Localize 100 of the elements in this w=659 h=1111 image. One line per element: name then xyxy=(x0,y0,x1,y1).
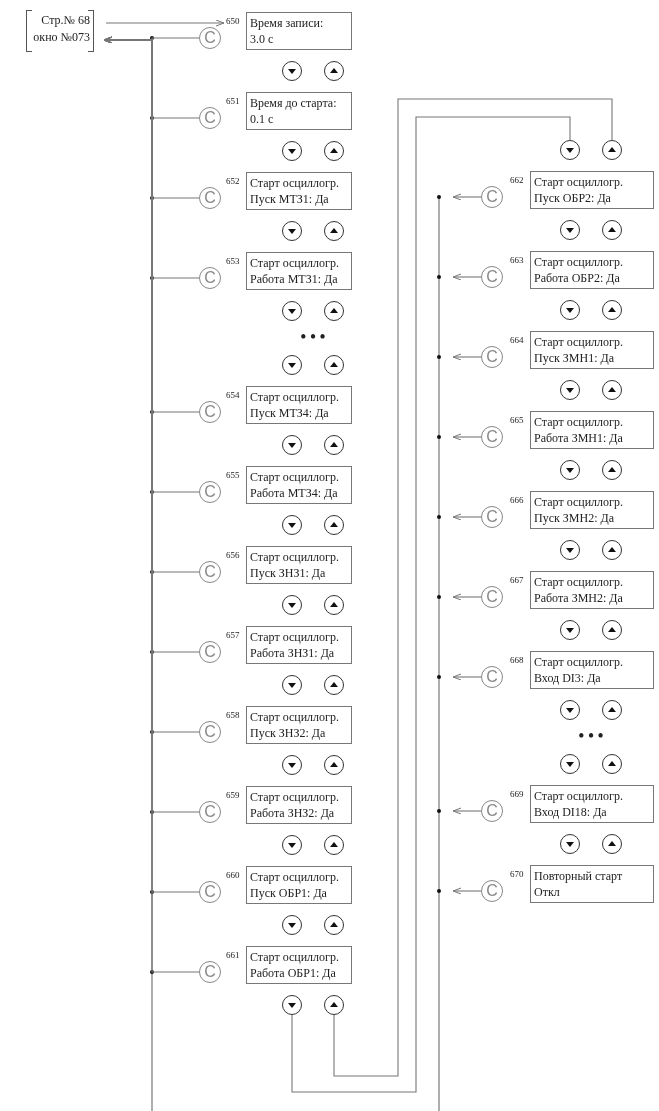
screen-text: Старт осциллогр. xyxy=(534,788,624,804)
screen-text: Вход DI3: Да xyxy=(534,670,602,686)
scroll-down-button xyxy=(282,61,302,81)
screen-text: Старт осциллогр. xyxy=(250,175,340,191)
screen-text: Старт осциллогр. xyxy=(250,789,340,805)
screen-text: Пуск ОБР1: Да xyxy=(250,885,328,901)
screen-text: Старт осциллогр. xyxy=(534,654,624,670)
c-key-button: C xyxy=(481,666,503,688)
connector-line xyxy=(291,116,571,1093)
screen-number: 667 xyxy=(510,575,524,585)
screen-text: Пуск ЗМН1: Да xyxy=(534,350,615,366)
scroll-down-button xyxy=(560,754,580,774)
scroll-up-button xyxy=(602,700,622,720)
screen-text: Старт осциллогр. xyxy=(534,334,624,350)
scroll-up-button xyxy=(324,221,344,241)
ellipsis-dots: • • • xyxy=(299,330,327,344)
c-key-button: C xyxy=(481,426,503,448)
screen-number: 669 xyxy=(510,789,524,799)
scroll-up-button xyxy=(602,620,622,640)
screen-number: 651 xyxy=(226,96,240,106)
connector-arrow xyxy=(452,673,482,681)
connector-arrow xyxy=(452,433,482,441)
screen-text: Старт осциллогр. xyxy=(250,469,340,485)
scroll-up-button xyxy=(324,755,344,775)
connector-arrow xyxy=(452,273,482,281)
screen-text: 3.0 с xyxy=(250,31,275,47)
connector-arrow xyxy=(452,353,482,361)
screen-text: Пуск ЗНЗ2: Да xyxy=(250,725,327,741)
c-key-button: C xyxy=(199,267,221,289)
screen-text: Пуск МТЗ4: Да xyxy=(250,405,330,421)
c-key-button: C xyxy=(481,880,503,902)
c-key-button: C xyxy=(199,401,221,423)
scroll-up-button xyxy=(324,835,344,855)
scroll-up-button xyxy=(602,540,622,560)
connector-arrow xyxy=(452,593,482,601)
scroll-down-button xyxy=(560,300,580,320)
screen-number: 653 xyxy=(226,256,240,266)
scroll-down-button xyxy=(282,515,302,535)
scroll-down-button xyxy=(560,540,580,560)
screen-text: Старт осциллогр. xyxy=(534,414,624,430)
scroll-down-button xyxy=(282,301,302,321)
scroll-down-button xyxy=(560,460,580,480)
screen-text: Работа ОБР1: Да xyxy=(250,965,337,981)
c-key-button: C xyxy=(481,800,503,822)
scroll-down-button xyxy=(282,755,302,775)
screen-number: 670 xyxy=(510,869,524,879)
screen-text: Пуск МТЗ1: Да xyxy=(250,191,330,207)
screen-number: 666 xyxy=(510,495,524,505)
scroll-up-button xyxy=(324,141,344,161)
connector-line xyxy=(333,98,613,1077)
screen-text: 0.1 с xyxy=(250,111,275,127)
screen-text: Старт осциллогр. xyxy=(534,494,624,510)
scroll-down-button xyxy=(282,915,302,935)
screen-number: 652 xyxy=(226,176,240,186)
c-key-button: C xyxy=(199,481,221,503)
c-key-button: C xyxy=(199,187,221,209)
c-key-button: C xyxy=(199,27,221,49)
screen-number: 657 xyxy=(226,630,240,640)
screen-number: 656 xyxy=(226,550,240,560)
scroll-up-button xyxy=(324,515,344,535)
scroll-down-button xyxy=(282,835,302,855)
screen-text: Старт осциллогр. xyxy=(250,389,340,405)
connector-arrow xyxy=(452,887,482,895)
screen-number: 668 xyxy=(510,655,524,665)
connector-arrow xyxy=(452,807,482,815)
screen-text: Время записи: xyxy=(250,15,325,31)
scroll-up-button xyxy=(324,675,344,695)
screen-text: Старт осциллогр. xyxy=(250,709,340,725)
screen-text: Старт осциллогр. xyxy=(534,174,624,190)
screen-text: Работа МТЗ1: Да xyxy=(250,271,339,287)
c-key-button: C xyxy=(199,561,221,583)
scroll-up-button xyxy=(602,220,622,240)
screen-text: Старт осциллогр. xyxy=(250,255,340,271)
scroll-up-button xyxy=(602,460,622,480)
screen-number: 662 xyxy=(510,175,524,185)
scroll-down-button xyxy=(282,141,302,161)
screen-text: Работа ЗНЗ1: Да xyxy=(250,645,336,661)
connector-arrow xyxy=(452,193,482,201)
screen-text: Работа ЗМН1: Да xyxy=(534,430,624,446)
screen-text: Старт осциллогр. xyxy=(250,869,340,885)
scroll-up-button xyxy=(324,915,344,935)
scroll-down-button xyxy=(282,221,302,241)
scroll-up-button xyxy=(602,300,622,320)
screen-number: 665 xyxy=(510,415,524,425)
scroll-up-button xyxy=(602,754,622,774)
screen-text: Работа МТЗ4: Да xyxy=(250,485,339,501)
scroll-down-button xyxy=(560,380,580,400)
ellipsis-dots: • • • xyxy=(577,729,605,743)
scroll-down-button xyxy=(282,595,302,615)
c-key-button: C xyxy=(199,721,221,743)
c-key-button: C xyxy=(199,107,221,129)
c-key-button: C xyxy=(199,641,221,663)
scroll-up-button xyxy=(602,834,622,854)
c-key-button: C xyxy=(481,506,503,528)
screen-text: Работа ЗМН2: Да xyxy=(534,590,624,606)
screen-text: Повторный старт xyxy=(534,868,624,884)
scroll-up-button xyxy=(324,301,344,321)
scroll-up-button xyxy=(324,61,344,81)
scroll-up-button xyxy=(324,595,344,615)
c-key-button: C xyxy=(481,346,503,368)
